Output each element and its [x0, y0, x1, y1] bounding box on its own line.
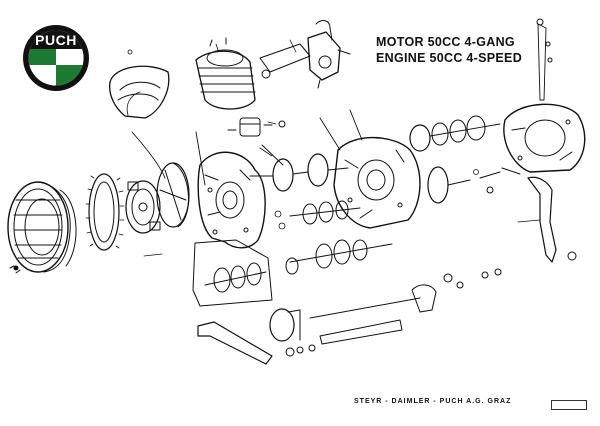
small-fasteners	[127, 39, 541, 257]
cylinder	[195, 37, 256, 110]
part-number-stamp	[551, 400, 587, 410]
gear-shift-lever	[197, 321, 316, 365]
stator-plate	[131, 131, 206, 228]
crankshaft	[249, 144, 349, 192]
puch-logo: PUCH	[23, 25, 89, 91]
crankcase-cover	[503, 103, 586, 173]
magneto-rotor	[125, 180, 161, 234]
shift-drum	[269, 268, 502, 345]
carburetor	[259, 20, 351, 89]
title-german: MOTOR 50CC 4-GANG	[376, 35, 515, 49]
gearbox-shafts	[285, 200, 393, 275]
cylinder-head-cap	[109, 65, 170, 119]
clutch-gear-cluster	[409, 115, 501, 204]
title-english: ENGINE 50CC 4-SPEED	[376, 51, 523, 65]
kickstart-lever	[479, 18, 577, 263]
manufacturer-credit: STEYR - DAIMLER - PUCH A.G. GRAZ	[354, 398, 512, 405]
piston	[227, 117, 286, 137]
inset-gear-cluster	[192, 239, 273, 307]
starter-ring	[85, 173, 125, 251]
crankcase-left	[197, 151, 266, 249]
flywheel-cover	[7, 181, 77, 274]
logo-text: PUCH	[35, 32, 77, 48]
